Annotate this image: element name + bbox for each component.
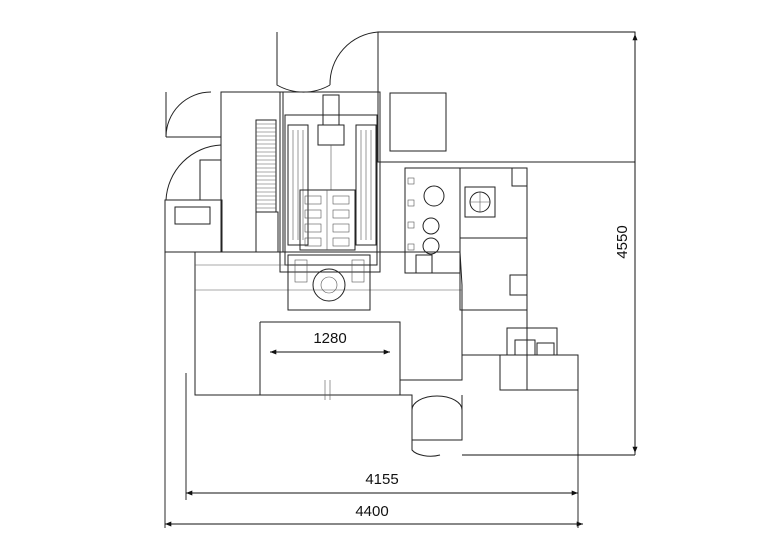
machine-bed <box>194 251 463 400</box>
dim-label-1280: 1280 <box>313 330 346 347</box>
control-panel <box>404 167 461 274</box>
chip-bucket <box>400 394 463 457</box>
chip-conveyor <box>255 119 277 213</box>
left-cabinet <box>164 91 284 253</box>
door-swings <box>165 31 379 201</box>
column-assembly <box>279 91 381 273</box>
rear-enclosure <box>377 31 636 163</box>
pallet-changer <box>462 309 579 391</box>
coolant-unit <box>459 167 528 311</box>
dimension-4550: 4550 <box>614 34 638 453</box>
dim-label-4155: 4155 <box>365 471 398 488</box>
dimension-4155: 4155 <box>186 471 578 496</box>
dimension-4400: 4400 <box>165 503 583 527</box>
dim-label-4550: 4550 <box>614 225 631 258</box>
floor-outline <box>164 31 636 528</box>
dim-label-4400: 4400 <box>355 503 388 520</box>
dimension-1280: 1280 <box>270 330 390 355</box>
